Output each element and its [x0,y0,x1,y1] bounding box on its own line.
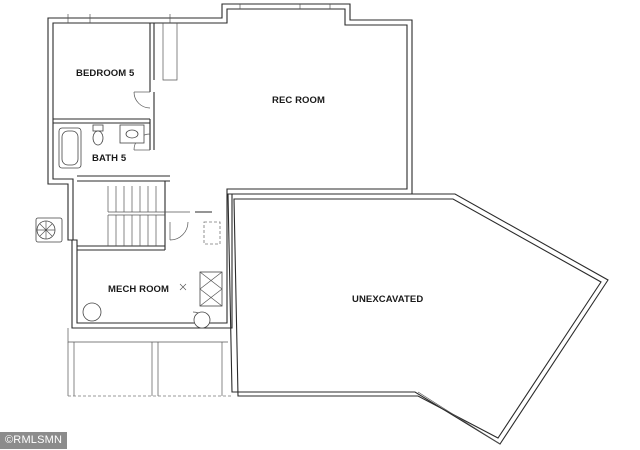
room-label-mech-room: MECH ROOM [108,284,169,295]
room-label-bath: BATH 5 [92,153,127,164]
bath-fixtures [58,124,145,169]
ac-unit [35,217,63,243]
staircase [107,186,190,246]
unexcavated-walls [227,193,609,445]
windows [67,4,331,23]
deck-outline [67,328,232,397]
room-label-bedroom: BEDROOM 5 [76,68,135,79]
room-label-rec-room: REC ROOM [272,95,325,106]
interior-walls [53,14,212,251]
mech-fixtures [82,221,223,329]
watermark: ©RMLSMN [0,432,68,449]
room-label-unexcavated: UNEXCAVATED [352,294,423,305]
